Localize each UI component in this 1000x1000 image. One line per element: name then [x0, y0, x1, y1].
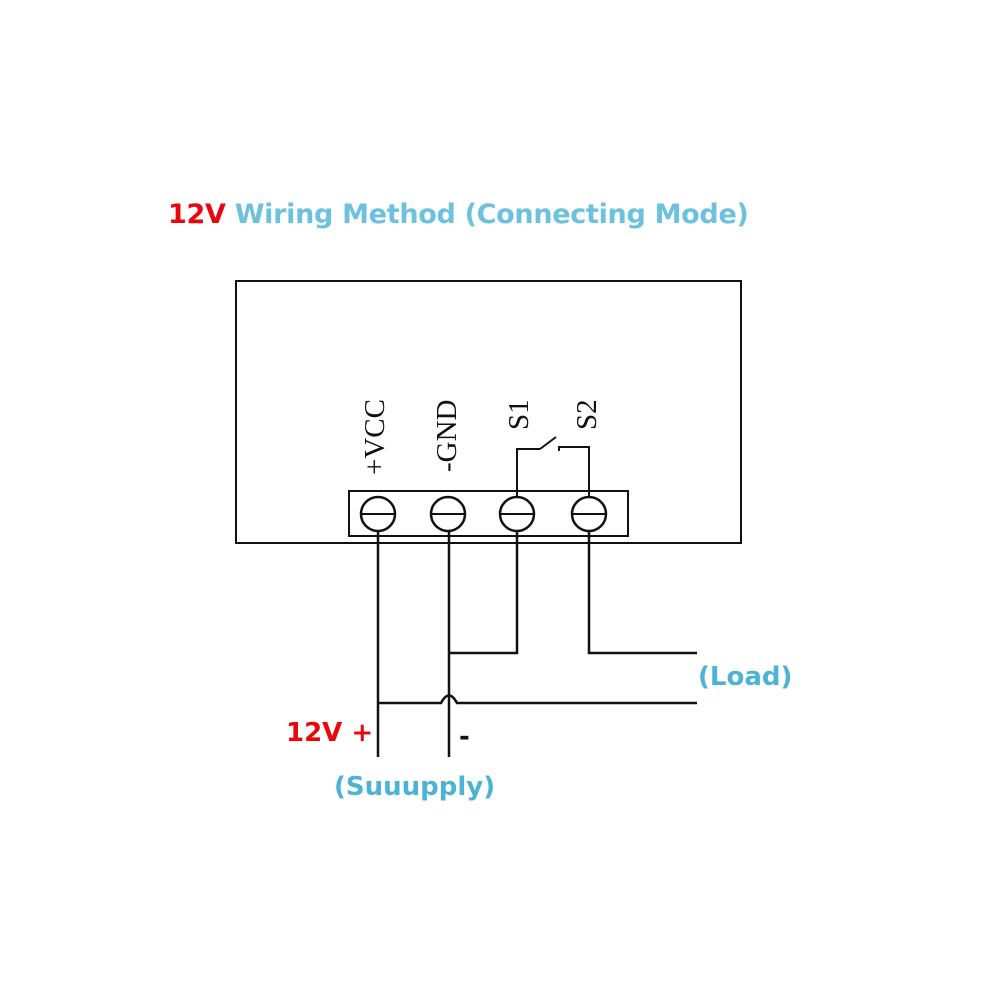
label-s1: S1	[503, 399, 535, 430]
terminal-block	[348, 490, 629, 537]
load-label: (Load)	[698, 662, 793, 692]
switch-symbol	[516, 436, 590, 497]
diagram-title: 12V Wiring Method (Connecting Mode)	[168, 199, 749, 230]
terminal-gnd	[429, 495, 467, 533]
terminal-vcc	[359, 495, 397, 533]
terminal-s2	[570, 495, 608, 533]
module-outline	[235, 280, 742, 544]
supply-voltage-label: 12V +	[286, 718, 374, 748]
title-text: Wiring Method (Connecting Mode)	[234, 199, 749, 230]
wire-s1	[449, 531, 519, 655]
label-gnd: -GND	[431, 400, 463, 473]
wire-load-2	[378, 694, 697, 705]
terminal-s1	[498, 495, 536, 533]
supply-label: (Suuupply)	[334, 772, 496, 802]
wire-load-1	[587, 531, 697, 655]
label-s2: S2	[571, 399, 603, 430]
supply-minus-label: -	[459, 722, 470, 752]
title-voltage: 12V	[168, 199, 226, 230]
label-vcc: +VCC	[359, 399, 391, 475]
